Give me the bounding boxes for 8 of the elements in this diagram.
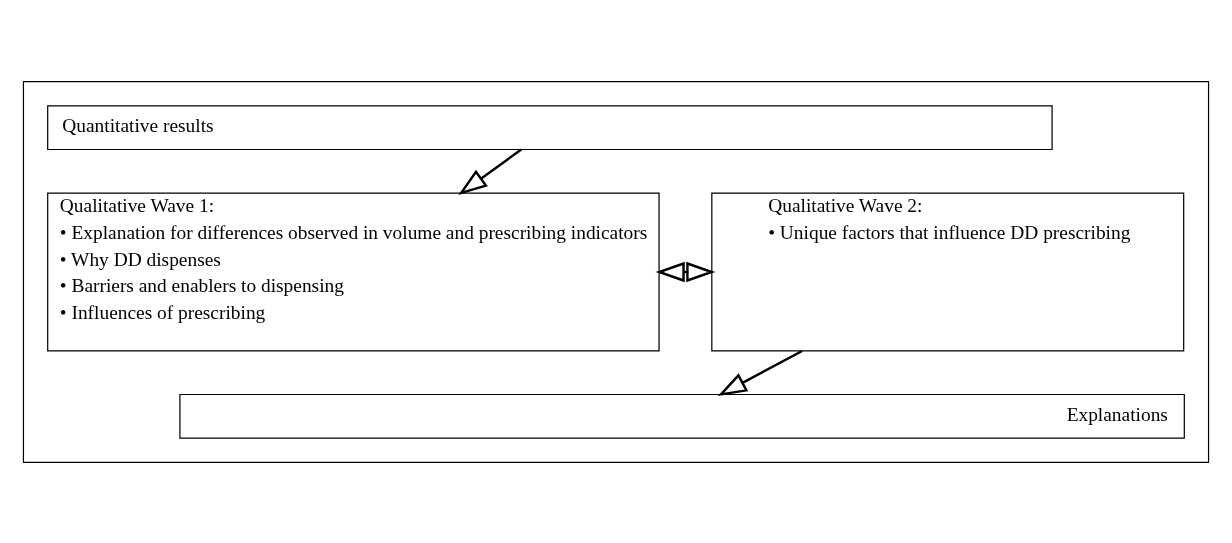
node-box: Quantitative results [47, 104, 1053, 150]
arrow [717, 349, 803, 396]
node-box: Qualitative Wave 2: • Unique factors that influence DD prescribing [711, 192, 1185, 351]
arrow [458, 148, 523, 195]
node-box: Qualitative Wave 1: • Explanation for differences observed in volume and prescribing indicators • Why DD dispenses • Barriers and enablers to dispensing • Influences of prescribing [47, 192, 660, 351]
arrow [655, 261, 716, 282]
node-box: Explanations [179, 393, 1185, 439]
cluster [22, 80, 1210, 463]
